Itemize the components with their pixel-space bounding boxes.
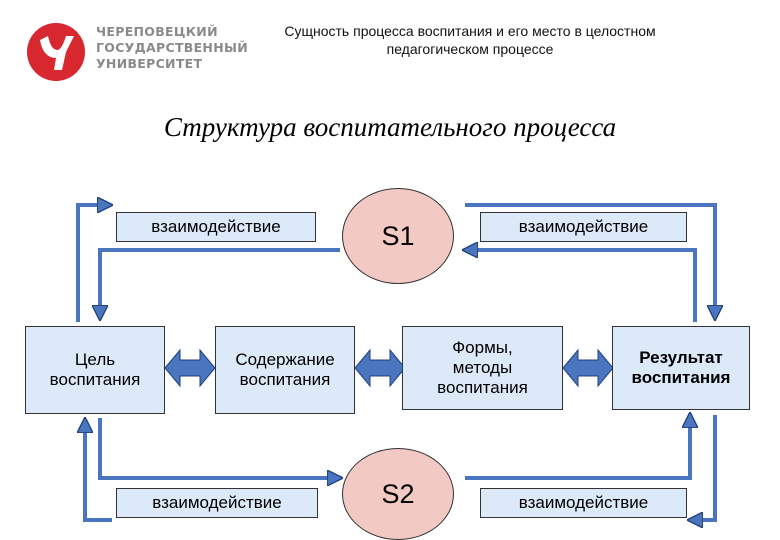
interaction-box-top-right: взаимодействие — [480, 212, 687, 242]
subject-s2-label: S2 — [381, 478, 415, 509]
double-arrow-goal-content — [164, 348, 216, 388]
content-line2: воспитания — [239, 370, 331, 389]
arrow-result-to-bottom — [690, 415, 717, 520]
arrow-bottom-to-result — [465, 415, 690, 480]
interaction-box-bottom-left: взаимодействие — [116, 488, 318, 518]
double-arrow-forms-result — [562, 348, 614, 388]
forms-line1: Формы, — [452, 338, 513, 357]
interaction-box-bottom-right: взаимодействие — [480, 488, 687, 518]
header-topic-line1: Сущность процесса воспитания и его место… — [284, 23, 656, 39]
university-name-line3: УНИВЕРСИТЕТ — [96, 56, 203, 71]
arrow-goal-to-top — [76, 205, 110, 322]
subject-s2-ellipse: S2 — [342, 448, 454, 540]
arrow-result-to-top — [465, 250, 697, 322]
university-logo — [27, 23, 85, 81]
result-box: Результат воспитания — [612, 326, 750, 410]
forms-methods-box: Формы, методы воспитания — [402, 326, 563, 410]
arrow-top-to-result — [465, 203, 715, 318]
subject-s1-label: S1 — [381, 220, 415, 251]
forms-line2: методы — [452, 358, 513, 377]
header-topic-line2: педагогическом процессе — [386, 41, 554, 57]
content-box: Содержание воспитания — [215, 326, 355, 414]
goal-line2: воспитания — [49, 370, 141, 389]
arrow-bottom-to-goal — [85, 420, 112, 522]
subject-s1-ellipse: S1 — [342, 188, 454, 284]
university-name-line1: ЧЕРЕПОВЕЦКИЙ — [96, 24, 218, 39]
arrow-goal-to-bottom — [98, 418, 340, 478]
arrow-top-to-goal — [100, 248, 340, 318]
goal-line1: Цель — [74, 350, 116, 369]
content-line1: Содержание — [235, 350, 335, 369]
result-line1: Результат — [639, 348, 723, 367]
loop-lines — [76, 203, 717, 522]
forms-line3: воспитания — [437, 378, 528, 397]
result-line2: воспитания — [631, 368, 731, 387]
slide-title: Структура воспитательного процесса — [163, 112, 617, 142]
university-name-line2: ГОСУДАРСТВЕННЫЙ — [96, 40, 248, 55]
header-topic: Сущность процесса воспитания и его место… — [240, 22, 700, 58]
goal-box: Цель воспитания — [25, 326, 165, 414]
double-arrow-content-forms — [354, 348, 406, 388]
interaction-box-top-left: взаимодействие — [116, 212, 316, 242]
